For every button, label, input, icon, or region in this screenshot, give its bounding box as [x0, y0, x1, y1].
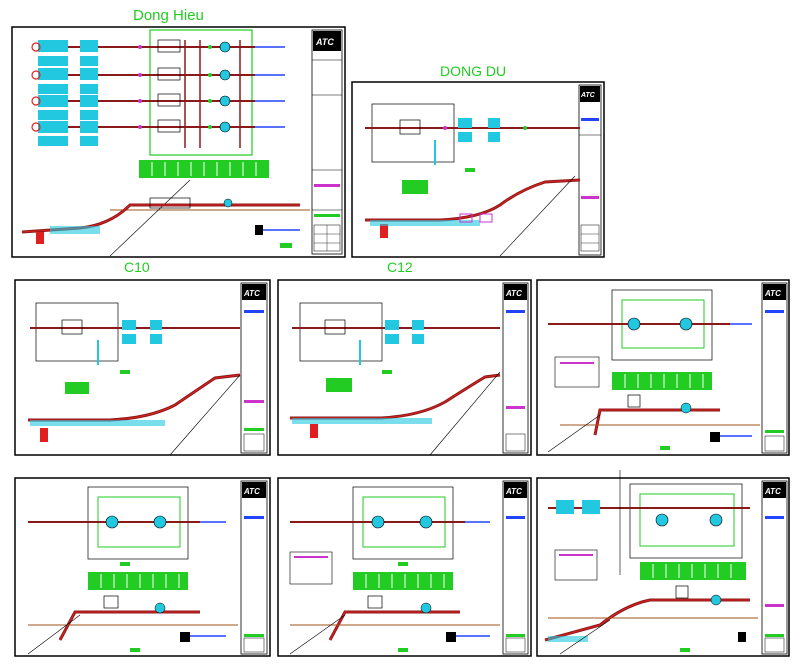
sheet-dong-du: ATC — [351, 81, 605, 258]
logo-text: ATC — [764, 289, 781, 298]
sheet-r3c2: ATC — [277, 477, 532, 657]
sheet-c12: ATC — [277, 279, 532, 456]
title-dong-hieu: Dong Hieu — [133, 7, 204, 24]
sheet-dong-hieu: ATC — [11, 26, 346, 258]
sheet-r3c3: ATC — [536, 470, 790, 657]
logo-text: ATC — [505, 487, 522, 496]
logo-text: ATC — [315, 37, 334, 47]
title-dong-du: DONG DU — [440, 63, 506, 79]
logo-text: ATC — [243, 289, 260, 298]
title-c10: C10 — [124, 259, 150, 275]
logo-text: ATC — [243, 487, 260, 496]
logo-text: ATC — [505, 289, 522, 298]
title-c12: C12 — [387, 259, 413, 275]
sheet-c10: ATC — [14, 279, 271, 456]
pipe-rows — [31, 39, 285, 148]
logo-text: ATC — [764, 487, 781, 496]
logo-text: ATC — [580, 92, 596, 99]
sheet-r2c3: ATC — [536, 279, 790, 456]
sheet-r3c1: ATC — [14, 477, 271, 657]
